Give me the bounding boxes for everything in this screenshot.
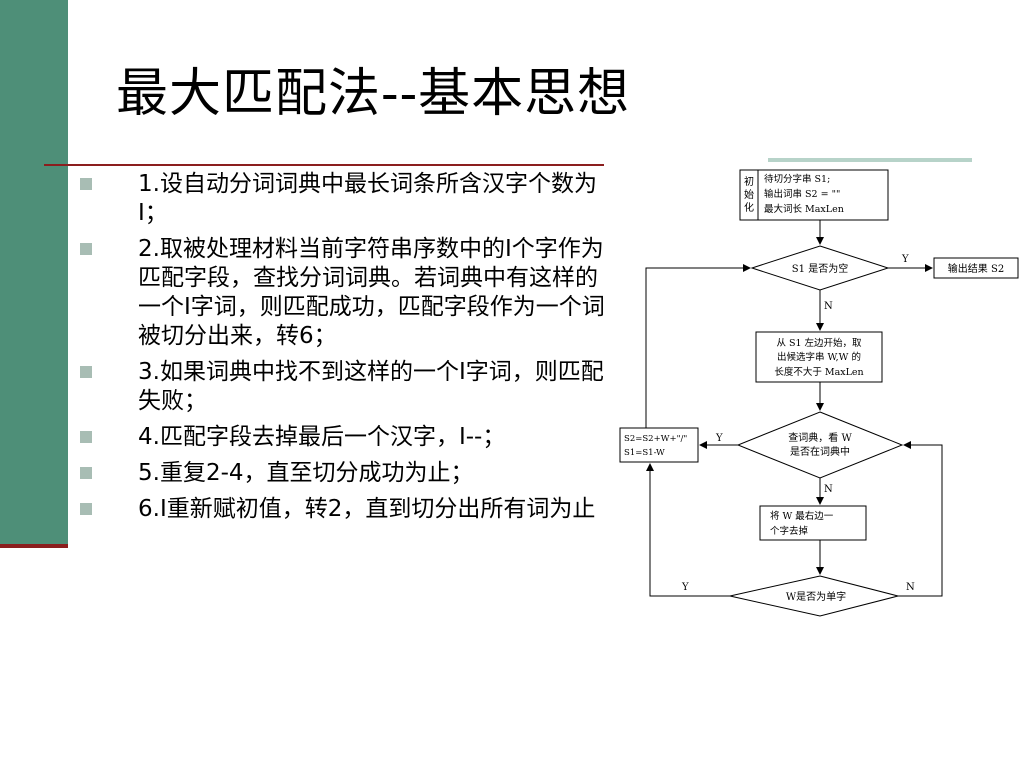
- no-label: N: [824, 484, 833, 495]
- init-label: 化: [744, 201, 754, 214]
- loop-arrow: [646, 463, 730, 597]
- init-label: 初: [744, 175, 754, 188]
- decision-label: W是否为单字: [786, 590, 846, 603]
- bullet-square-icon: [80, 431, 92, 443]
- remove-last-box: 将 W 最右边一 个字去掉: [759, 505, 867, 541]
- output-result-box: 输出结果 S2: [933, 257, 1019, 279]
- bullet-item: 2.取被处理材料当前字符串序数中的I个字作为匹配字段，查找分词词典。若词典中有这…: [80, 235, 620, 351]
- decision-in-dictionary: 查词典，看 W 是否在词典中: [736, 411, 904, 479]
- bullet-square-icon: [80, 503, 92, 515]
- update-box: S2=S2+W+"/" S1=S1-W: [619, 427, 699, 463]
- remove-line: 个字去掉: [770, 525, 809, 537]
- no-label: N: [906, 582, 915, 593]
- yes-label: Y: [901, 254, 909, 265]
- candidate-line: 出候选字串 W,W 的: [777, 351, 861, 363]
- remove-line: 将 W 最右边一: [770, 510, 834, 522]
- yes-label: Y: [681, 582, 689, 593]
- left-accent-stripe: [0, 544, 68, 548]
- decision-s1-empty: S1 是否为空: [750, 245, 890, 291]
- bullet-item: 4.匹配字段去掉最后一个汉字，I--；: [80, 423, 620, 452]
- init-label: 始: [744, 188, 754, 201]
- output-label: 输出结果 S2: [948, 262, 1004, 275]
- loop-arrow: [898, 441, 943, 597]
- take-candidate-box: 从 S1 左边开始，取 出候选字串 W,W 的 长度不大于 MaxLen: [755, 331, 883, 383]
- init-line: 输出词串 S2 = "": [764, 188, 840, 200]
- title-underline: [44, 164, 604, 166]
- bullet-text: 2.取被处理材料当前字符串序数中的I个字作为匹配字段，查找分词词典。若词典中有这…: [138, 236, 605, 349]
- no-label: N: [824, 301, 833, 312]
- bullet-item: 3.如果词典中找不到这样的一个I字词，则匹配失败；: [80, 358, 620, 416]
- max-match-flowchart: 初 始 化 待切分字串 S1; 输出词串 S2 = "" 最大词长 MaxLen…: [619, 169, 1019, 617]
- bullet-square-icon: [80, 243, 92, 255]
- bullet-square-icon: [80, 178, 92, 190]
- bullet-text: 1.设自动分词词典中最长词条所含汉字个数为I；: [138, 171, 597, 226]
- update-line: S2=S2+W+"/": [624, 434, 687, 444]
- init-line: 最大词长 MaxLen: [764, 203, 844, 215]
- bullet-item: 1.设自动分词词典中最长词条所含汉字个数为I；: [80, 170, 620, 228]
- bullet-item: 5.重复2-4，直至切分成功为止；: [80, 459, 620, 488]
- decision-label: 是否在词典中: [790, 445, 850, 458]
- decision-label: 查词典，看 W: [788, 431, 852, 444]
- decision-single-char: W是否为单字: [729, 575, 899, 617]
- yes-label: Y: [715, 433, 723, 444]
- bullet-list: 1.设自动分词词典中最长词条所含汉字个数为I； 2.取被处理材料当前字符串序数中…: [80, 170, 620, 531]
- candidate-line: 从 S1 左边开始，取: [776, 337, 862, 349]
- update-line: S1=S1-W: [624, 448, 665, 458]
- init-line: 待切分字串 S1;: [764, 173, 830, 185]
- slide-title: 最大匹配法--基本思想: [116, 64, 631, 124]
- bullet-square-icon: [80, 467, 92, 479]
- bullet-text: 5.重复2-4，直至切分成功为止；: [138, 460, 474, 486]
- decision-label: S1 是否为空: [792, 262, 848, 275]
- candidate-line: 长度不大于 MaxLen: [774, 366, 863, 378]
- bullet-text: 3.如果词典中找不到这样的一个I字词，则匹配失败；: [138, 359, 604, 414]
- left-accent-bar: [0, 0, 68, 548]
- loop-arrow: [645, 264, 751, 428]
- bullet-item: 6.I重新赋初值，转2，直到切分出所有词为止: [80, 495, 620, 524]
- bullet-square-icon: [80, 366, 92, 378]
- bullet-text: 6.I重新赋初值，转2，直到切分出所有词为止: [138, 496, 596, 522]
- init-box: 初 始 化 待切分字串 S1; 输出词串 S2 = "" 最大词长 MaxLen: [739, 169, 889, 221]
- accent-rule: [768, 158, 972, 162]
- bullet-text: 4.匹配字段去掉最后一个汉字，I--；: [138, 424, 506, 450]
